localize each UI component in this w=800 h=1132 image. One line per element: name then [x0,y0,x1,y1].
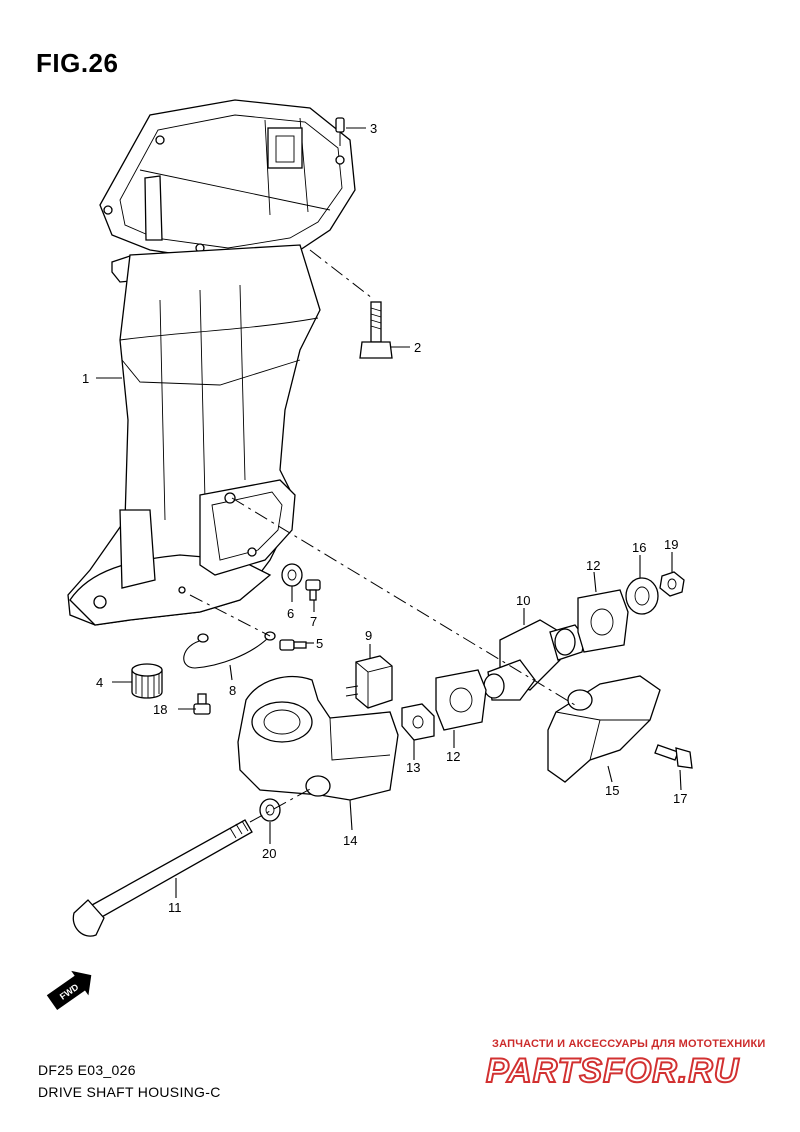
rubber-mount-9 [345,655,393,709]
callout-17: 17 [673,791,687,806]
callout-6: 6 [287,606,294,621]
callout-14: 14 [343,833,357,848]
washer-20 [259,798,281,822]
dowel-pin-3 [335,117,345,133]
lower-mount-housing-14 [237,676,399,801]
callout-9: 9 [365,628,372,643]
watermark-tagline: ЗАПЧАСТИ И АКСЕССУАРЫ ДЛЯ МОТОТЕХНИКИ [492,1038,766,1050]
callout-19: 19 [664,537,678,552]
callout-12-left: 12 [446,749,460,764]
bolt-17 [654,744,693,769]
plate-13 [401,703,435,741]
screw-7 [305,579,321,601]
model-code: DF25 E03_026 [38,1062,136,1078]
callout-labels: 1 2 3 4 5 6 7 8 9 10 11 12 12 13 14 15 1… [82,121,687,915]
centerline-top-bolt [309,249,373,299]
section-name: DRIVE SHAFT HOUSING-C [38,1084,221,1100]
callout-3: 3 [370,121,377,136]
callout-7: 7 [310,614,317,629]
centerline-ground [189,594,271,637]
callout-5: 5 [316,636,323,651]
mount-bracket-10 [483,619,586,701]
watermark-logo: PARTSFOR.RU [485,1051,740,1091]
callout-13: 13 [406,760,420,775]
callout-1: 1 [82,371,89,386]
centerline-main [231,497,576,706]
callout-18: 18 [153,702,167,717]
screw-18 [193,693,211,715]
spacer-plate-12-right [577,589,629,653]
washer-6 [281,563,303,587]
callout-2: 2 [414,340,421,355]
figure-title: FIG.26 [36,48,119,78]
drive-shaft-housing [67,99,356,626]
callout-16: 16 [632,540,646,555]
fwd-arrow-icon: FWD [46,970,92,1010]
leader-lines [96,127,682,898]
callout-12-right: 12 [586,558,600,573]
centerline-lower-bolt [249,787,313,823]
grommet-4 [131,663,163,699]
callout-11: 11 [168,900,182,915]
callout-15: 15 [605,783,619,798]
callout-8: 8 [229,683,236,698]
upper-mount-cover-15 [547,675,661,783]
callout-20: 20 [262,846,276,861]
screw-5 [279,639,307,651]
bolt-2 [359,301,393,359]
nut-19 [659,571,685,597]
ground-wire-8 [183,631,276,669]
washer-16 [625,577,659,615]
spacer-plate-12-left [435,669,487,731]
callout-10: 10 [516,593,530,608]
callout-4: 4 [96,675,103,690]
long-bolt-11 [72,819,253,937]
